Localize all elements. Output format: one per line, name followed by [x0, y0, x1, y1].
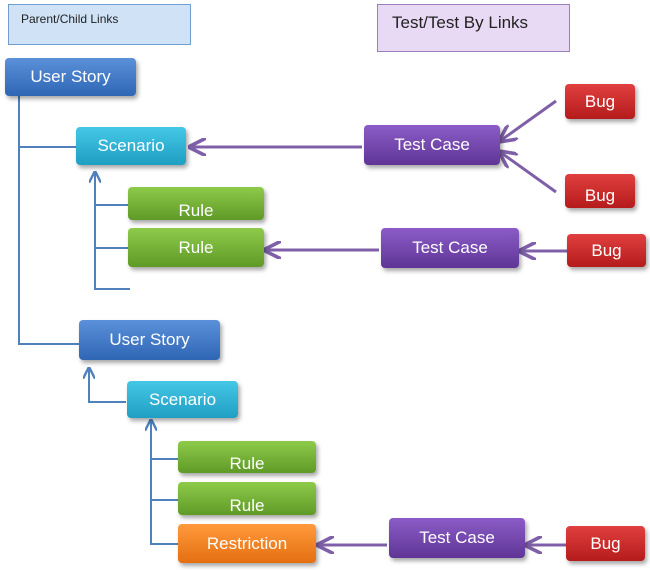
test-link	[500, 152, 557, 194]
test-case-node[interactable]: Test Case	[381, 228, 519, 268]
parent-link	[95, 172, 130, 290]
scenario-node[interactable]: Scenario	[127, 381, 238, 418]
parent-link	[151, 420, 178, 545]
rule-node[interactable]: Rule	[178, 482, 316, 515]
bug-node[interactable]: Bug	[566, 526, 645, 561]
rule-node[interactable]: Rule	[178, 441, 316, 473]
bug-node[interactable]: Bug	[565, 174, 635, 208]
test-case-node[interactable]: Test Case	[389, 518, 525, 558]
test-link	[500, 99, 557, 141]
bug-node[interactable]: Bug	[565, 84, 635, 119]
legend-test-by: Test/Test By Links	[377, 4, 570, 52]
bug-node[interactable]: Bug	[567, 234, 646, 267]
rule-node[interactable]: Rule	[128, 187, 264, 220]
user-story-node[interactable]: User Story	[79, 320, 220, 360]
legend-parent-child: Parent/Child Links	[8, 4, 191, 45]
test-case-node[interactable]: Test Case	[364, 125, 500, 165]
parent-link	[19, 80, 79, 345]
parent-link	[89, 368, 126, 403]
rule-node[interactable]: Rule	[128, 228, 264, 267]
scenario-node[interactable]: Scenario	[76, 127, 186, 165]
restriction-node[interactable]: Restriction	[178, 524, 316, 563]
user-story-node[interactable]: User Story	[5, 58, 136, 96]
